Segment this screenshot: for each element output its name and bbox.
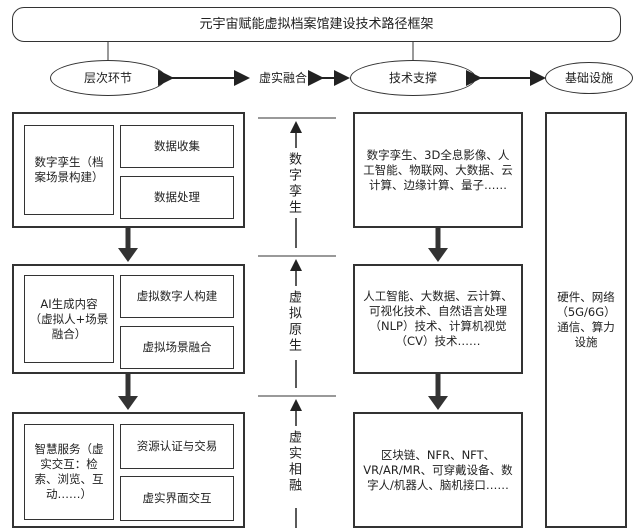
layer-3-right-bottom: 虚实界面交互 xyxy=(120,476,234,521)
tech-box-1: 数字孪生、3D全息影像、人工智能、物联网、大数据、云计算、边缘计算、量子…… xyxy=(353,112,523,228)
infra-ellipse: 基础设施 xyxy=(545,62,633,94)
layer-2-right-bottom: 虚拟场景融合 xyxy=(120,326,234,369)
layer-1-left: 数字孪生（档案场景构建） xyxy=(24,125,114,215)
axis-label-1: 数字孪生 xyxy=(286,152,301,216)
layer-1-right-bottom: 数据处理 xyxy=(120,176,234,219)
tech-ellipse: 技术支撑 xyxy=(350,60,476,96)
down-arrow-left-1-head xyxy=(118,248,138,262)
down-arrow-left-2-head xyxy=(118,396,138,410)
layer-3-left: 智慧服务（虚实交互：检索、浏览、互动……） xyxy=(24,424,114,520)
infra-box: 硬件、网络（5G/6G）通信、算力设施 xyxy=(545,112,627,528)
axis-label-3: 虚实相融 xyxy=(286,430,301,494)
tech-box-3: 区块链、NFR、NFT、VR/AR/MR、可穿戴设备、数字人/机器人、脑机接口…… xyxy=(353,412,523,528)
down-arrow-tech-2-head xyxy=(428,396,448,410)
axis-label-2: 虚拟原生 xyxy=(286,290,301,354)
layer-1-right-top: 数据收集 xyxy=(120,125,234,168)
merge-label: 虚实融合 xyxy=(248,66,318,90)
down-arrow-tech-1-head xyxy=(428,248,448,262)
title-frame xyxy=(12,7,621,42)
tech-box-2: 人工智能、大数据、云计算、可视化技术、自然语言处理（NLP）技术、计算机视觉（C… xyxy=(353,264,523,374)
layer-3-right-top: 资源认证与交易 xyxy=(120,424,234,469)
layer-2-right-top: 虚拟数字人构建 xyxy=(120,275,234,318)
page-title: 元宇宙赋能虚拟档案馆建设技术路径框架 xyxy=(199,16,434,32)
level-ellipse: 层次环节 xyxy=(50,60,166,96)
layer-2-left: AI生成内容（虚拟人+场景融合） xyxy=(24,275,114,363)
